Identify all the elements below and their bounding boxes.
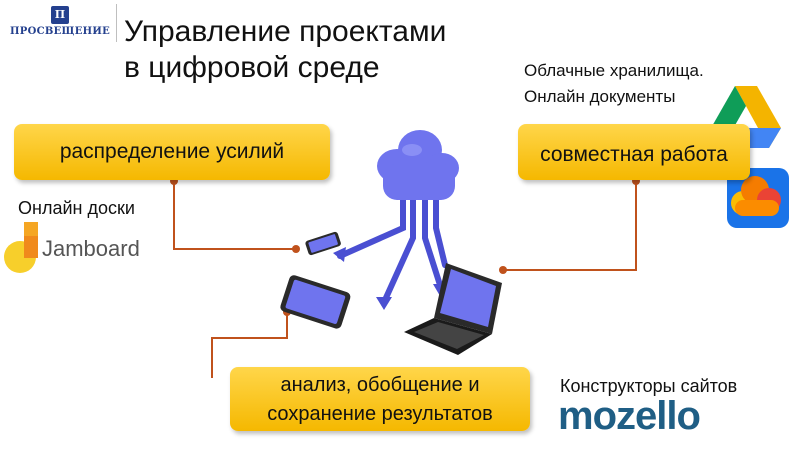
jamboard-wordmark: Jamboard	[42, 236, 140, 261]
publisher-logo: П ПРОСВЕЩЕНИЕ	[10, 6, 110, 46]
publisher-logo-text: ПРОСВЕЩЕНИЕ	[10, 26, 111, 37]
box-analysis: анализ, обобщение и сохранение результат…	[230, 367, 530, 431]
cloud-icon	[333, 130, 459, 310]
label-online-boards: Онлайн доски	[18, 198, 135, 218]
publisher-logo-mark: П	[51, 6, 69, 24]
connector-effort	[173, 181, 296, 250]
slide-title: Управление проектами в цифровой среде	[124, 14, 446, 86]
connector-collab	[503, 181, 637, 271]
label-cloud-storage: Облачные хранилища. Онлайн документы	[524, 58, 704, 110]
box-collaboration: совместная работа	[518, 124, 750, 180]
cloud-storage-app-icon	[727, 168, 789, 228]
tablet-icon	[280, 275, 351, 329]
box-analysis-line-2: сохранение результатов	[267, 403, 493, 425]
jamboard-logo-icon	[4, 222, 38, 273]
mozello-wordmark: mozello	[558, 394, 701, 438]
box-effort-distribution: распределение усилий	[14, 124, 330, 180]
label-cloud-storage-line-1: Облачные хранилища.	[524, 61, 704, 80]
slide-title-line-1: Управление проектами	[124, 15, 447, 48]
connectors	[173, 181, 637, 378]
label-site-builders: Конструкторы сайтов	[560, 376, 738, 396]
connector-dot	[292, 245, 300, 253]
title-divider	[116, 4, 117, 42]
connector-dot	[499, 266, 507, 274]
phone-icon	[305, 231, 341, 256]
slide-title-line-2: в цифровой среде	[124, 51, 380, 84]
laptop-icon	[404, 263, 502, 355]
box-analysis-line-1: анализ, обобщение и	[280, 374, 480, 396]
label-cloud-storage-line-2: Онлайн документы	[524, 87, 676, 106]
connector-analysis	[211, 312, 288, 378]
